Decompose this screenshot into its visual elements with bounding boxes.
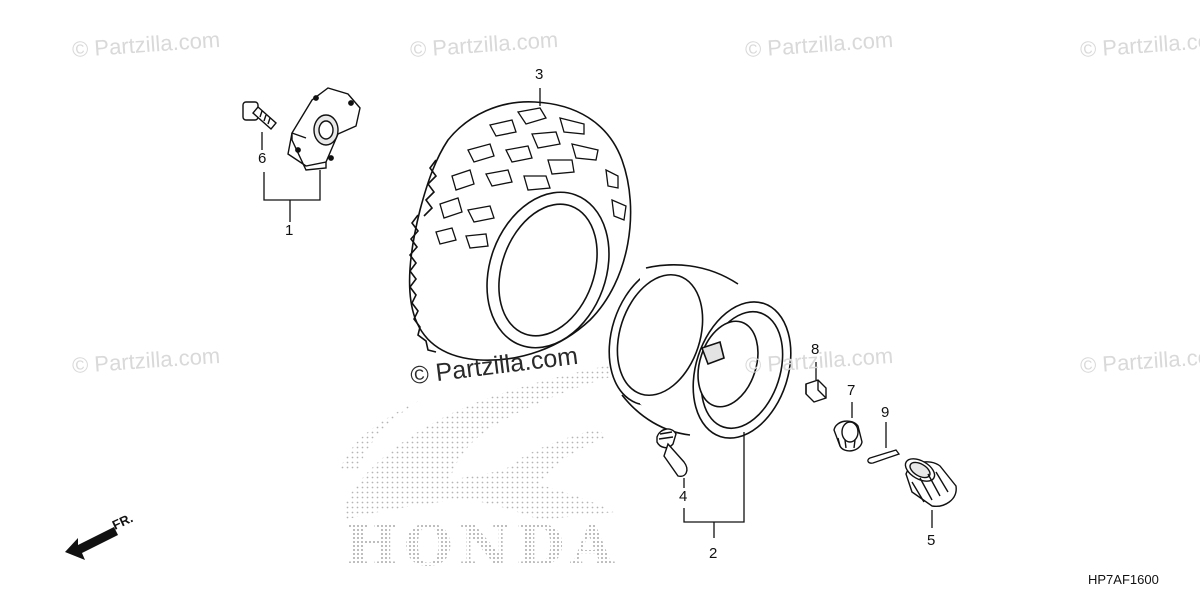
callout-2: 2 (709, 545, 718, 562)
tire-icon (408, 101, 632, 361)
leader-lines (261, 88, 933, 538)
hub-icon (287, 87, 361, 171)
callout-6: 6 (258, 150, 267, 167)
callout-1: 1 (285, 222, 294, 239)
honda-logo-text: HONDA (345, 513, 620, 579)
callout-4: 4 (679, 488, 688, 505)
callout-3: 3 (535, 66, 544, 83)
castle-nut-icon (833, 420, 863, 452)
valve-stem-icon (656, 428, 688, 477)
diagram-code: HP7AF1600 (1088, 572, 1159, 587)
front-arrow-icon (65, 527, 118, 560)
bracket-2 (683, 432, 745, 538)
rim-icon (608, 264, 792, 439)
callout-7: 7 (847, 382, 856, 399)
callout-9: 9 (881, 404, 890, 421)
bracket-1 (263, 170, 321, 222)
callout-8: 8 (811, 341, 820, 358)
hub-cap-icon (904, 458, 957, 507)
honda-wing-logo: HONDA (340, 362, 628, 579)
callout-5: 5 (927, 532, 936, 549)
bolt-icon (242, 101, 277, 131)
cotter-pin-icon (867, 449, 901, 464)
nut-icon (805, 379, 827, 403)
